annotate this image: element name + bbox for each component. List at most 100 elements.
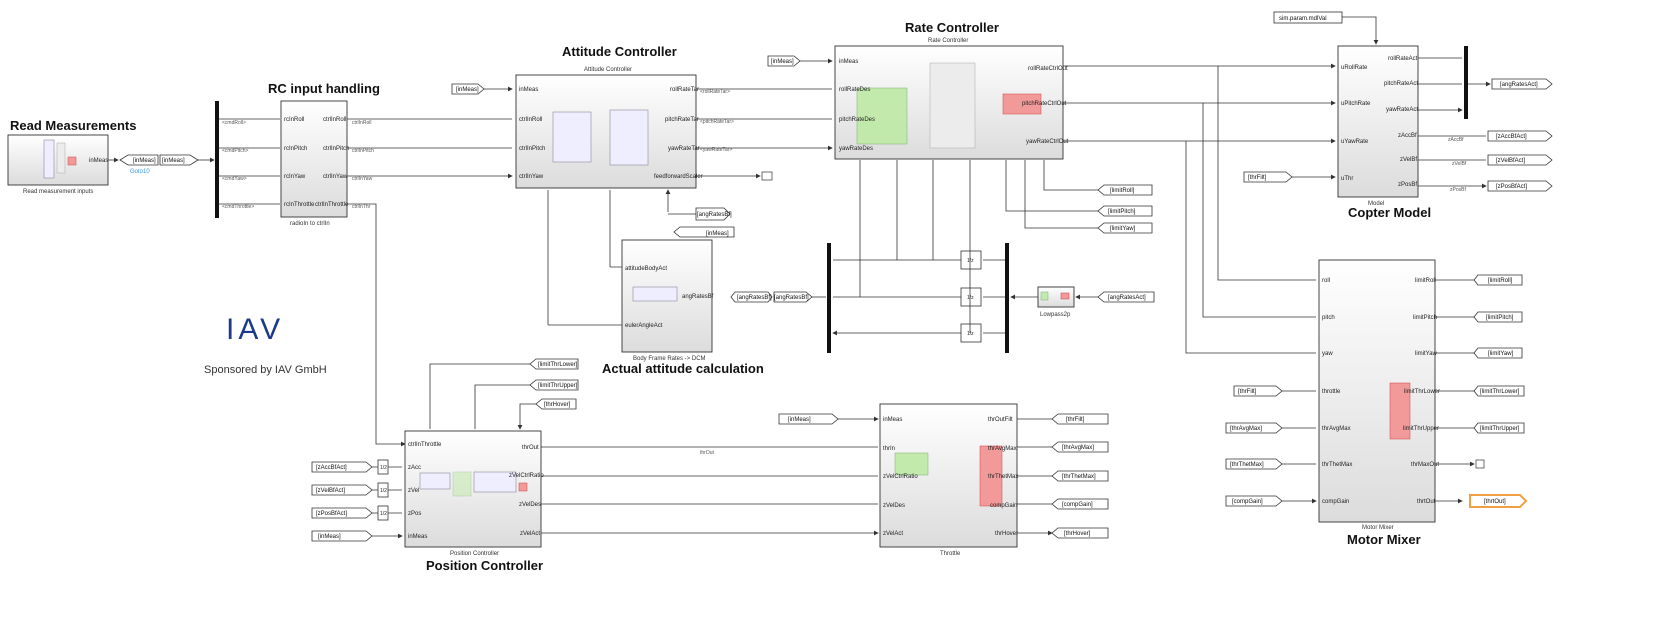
port-label: zVelDes	[883, 503, 905, 509]
bus-creator-rates[interactable]	[1005, 243, 1009, 353]
from-angRatesAct[interactable]	[1097, 291, 1155, 303]
wire	[983, 259, 1005, 334]
from-angRatesBf[interactable]	[695, 207, 731, 221]
goto-thrtOut-highlighted[interactable]	[1469, 494, 1528, 508]
goto-compGain[interactable]	[1051, 498, 1109, 510]
goto10-label: Goto10	[130, 169, 150, 175]
goto-limitThrLower[interactable]	[1473, 385, 1525, 397]
wire	[1418, 135, 1486, 186]
position-inner	[473, 471, 517, 493]
from-thrFilt-mixer[interactable]	[1233, 385, 1283, 397]
copter-model-title: Copter Model	[1348, 205, 1431, 220]
from-label: [thrFilt]	[1238, 389, 1257, 395]
port-label: angRatesBf	[682, 294, 714, 300]
from-thrHover[interactable]	[535, 398, 577, 410]
wire	[372, 466, 378, 514]
goto-limitThrUpper[interactable]	[1473, 422, 1525, 434]
from-label: [limitYaw]	[1110, 226, 1136, 232]
from-limitYaw[interactable]	[1097, 222, 1153, 234]
from-limitThrUpper[interactable]	[529, 379, 579, 391]
from-thrAvgMax[interactable]	[1225, 422, 1283, 434]
lowpass-inner	[1040, 291, 1049, 301]
goto-angRatesAct[interactable]	[1491, 78, 1553, 90]
bus-selector-rates[interactable]	[827, 243, 831, 353]
goto-thrThetMax[interactable]	[1051, 470, 1109, 482]
bus-selector-rc[interactable]	[215, 101, 219, 218]
bus-creator-angrates[interactable]	[1464, 46, 1468, 119]
goto-zAccBfAct[interactable]	[1487, 130, 1553, 142]
from-zVelBfAct[interactable]	[311, 484, 373, 496]
terminator[interactable]	[761, 171, 773, 181]
port-label: zVelCtrlRatio	[883, 474, 918, 480]
from-inMeas-rate[interactable]	[767, 55, 801, 67]
goto-limitPitch[interactable]	[1473, 311, 1523, 323]
goto-inMeas[interactable]	[119, 154, 159, 166]
from-inMeas-att[interactable]	[451, 83, 485, 95]
port-label: ctrlInThrottle	[408, 442, 442, 448]
from-label: [limitPitch]	[1108, 209, 1136, 215]
from-angRatesBf-2[interactable]	[730, 291, 773, 303]
from-compGain[interactable]	[1225, 495, 1283, 507]
from-limitPitch[interactable]	[1097, 205, 1153, 217]
from-inMeas-pos[interactable]	[311, 530, 373, 542]
from-limitThrLower[interactable]	[529, 358, 579, 370]
port-label: roll	[1322, 278, 1330, 284]
rate-caption: Rate Controller	[928, 38, 968, 44]
from-zPosBfAct[interactable]	[311, 507, 373, 519]
copter-model-block[interactable]	[1337, 45, 1419, 198]
goto-label: [limitThrLower]	[1480, 389, 1520, 395]
position-controller-title: Position Controller	[426, 558, 543, 573]
position-inner-red	[518, 482, 528, 492]
port-label: pitchRateCtrlOut	[1022, 101, 1067, 107]
constant-sim-param[interactable]	[1273, 11, 1343, 24]
attitude-controller-block[interactable]	[515, 74, 697, 189]
from-inMeas-thr[interactable]	[778, 413, 839, 425]
from-thrThetMax[interactable]	[1225, 458, 1283, 470]
port-label: yawRateCtrlOut	[1026, 139, 1069, 145]
goto-label: [zAccBfAct]	[1496, 134, 1527, 140]
port-label: ctrlInYaw	[323, 174, 348, 180]
goto-zVelBfAct[interactable]	[1487, 154, 1553, 166]
port-label: inMeas	[883, 417, 902, 423]
goto-angRatesBf[interactable]	[773, 291, 813, 303]
from-zAccBfAct[interactable]	[311, 461, 373, 473]
goto-limitRoll[interactable]	[1473, 274, 1523, 286]
port-label: yaw	[1322, 351, 1333, 357]
read-meas-red-marker	[67, 156, 77, 166]
goto-thrHover[interactable]	[1051, 527, 1109, 539]
wire	[859, 160, 971, 333]
rc-input-block[interactable]	[280, 100, 348, 218]
port-label: limitThrUpper	[1403, 426, 1439, 432]
port-label: inMeas	[519, 87, 538, 93]
from-limitRoll[interactable]	[1097, 184, 1153, 196]
wire	[219, 118, 280, 205]
goto-label: [thrThetMax]	[1062, 474, 1096, 480]
goto-label: [thrFilt]	[1066, 417, 1085, 423]
port-label: limitThrLower	[1404, 389, 1440, 395]
port-label: rcInYaw	[284, 174, 306, 180]
from-thrFilt-copter[interactable]	[1243, 171, 1293, 183]
from-label: [inMeas]	[771, 59, 794, 65]
goto-thrFilt[interactable]	[1051, 413, 1109, 425]
port-label: ctrlInThrottle	[315, 202, 349, 208]
goto-thrAvgMax[interactable]	[1051, 441, 1109, 453]
sponsor-text: Sponsored by IAV GmbH	[204, 364, 327, 376]
terminator[interactable]	[1475, 459, 1485, 469]
from-inMeas[interactable]	[159, 154, 199, 166]
port-label: uThr	[1341, 176, 1353, 182]
attitude-controller-title: Attitude Controller	[562, 44, 677, 59]
goto-label: [inMeas]	[706, 231, 729, 237]
port-label: eulerAngleAct	[625, 323, 663, 329]
goto-label: [limitRoll]	[1488, 278, 1513, 284]
goto-limitYaw[interactable]	[1473, 347, 1523, 359]
signal-label: <cmdRoll>	[222, 120, 246, 126]
from-label: [angRatesAct]	[1108, 295, 1146, 301]
goto-zPosBfAct[interactable]	[1487, 180, 1553, 192]
wire	[1342, 16, 1379, 45]
port-label: ctrlInPitch	[323, 146, 349, 152]
goto-inMeas-bf[interactable]	[673, 226, 735, 238]
motor-mixer-block[interactable]	[1318, 259, 1436, 523]
port-label: inMeas	[408, 534, 427, 540]
signal-label: ctrlInPitch	[352, 148, 374, 154]
